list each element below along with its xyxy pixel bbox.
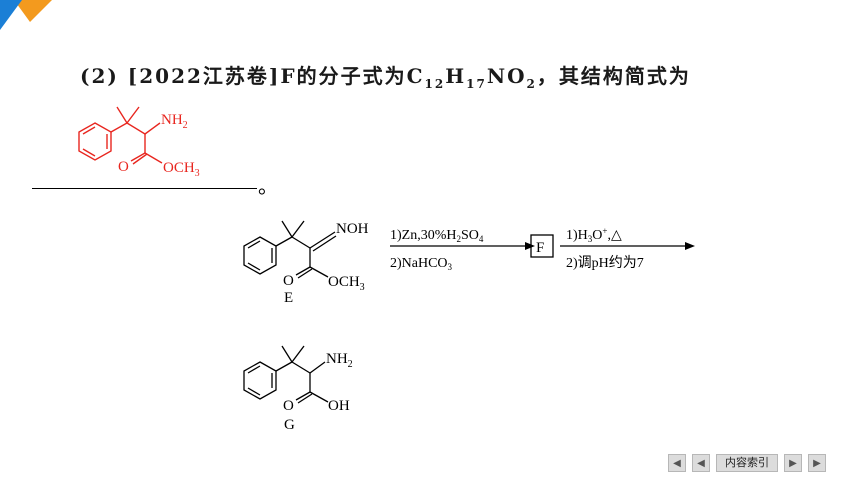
compound-e-label: E bbox=[284, 290, 293, 306]
slide-navigation: ◀ ◀ 内容索引 ▶ ▶ bbox=[668, 454, 860, 472]
e-ester-label: OCH3 bbox=[328, 274, 365, 293]
hydrogen-symbol: H bbox=[445, 64, 467, 88]
hydrogen-count: 17 bbox=[466, 77, 487, 91]
oxime-label: NOH bbox=[336, 221, 369, 237]
arrow-head-1 bbox=[525, 242, 535, 250]
last-page-icon[interactable]: ▶ bbox=[808, 454, 826, 472]
answer-ester-label: OCH3 bbox=[163, 160, 200, 179]
intermediate-f-label: F bbox=[536, 240, 544, 256]
question-text: (2) [2022江苏卷]F的分子式为C12H17NO2，其结构简式为 bbox=[80, 60, 691, 91]
product-g-structure: NH2 O OH G bbox=[243, 345, 353, 433]
arrow-head-2 bbox=[685, 242, 695, 250]
step1-condition-2: 2)NaHCO3 bbox=[390, 256, 453, 272]
carbon-count: 12 bbox=[424, 77, 446, 91]
first-page-icon[interactable]: ◀ bbox=[668, 454, 686, 472]
next-page-icon[interactable]: ▶ bbox=[784, 454, 802, 472]
compound-g-label: G bbox=[284, 417, 295, 433]
question-suffix: ，其结构简式为 bbox=[536, 64, 691, 88]
g-carbonyl-oxygen: O bbox=[283, 398, 294, 414]
no-symbols: NO bbox=[486, 64, 527, 88]
step2-condition-1: 1)H3O+,△ bbox=[566, 226, 622, 244]
g-acid-label: OH bbox=[328, 398, 350, 414]
step1-condition-1: 1)Zn,30%H2SO4 bbox=[390, 228, 484, 244]
answer-period: 。 bbox=[258, 174, 278, 198]
answer-amine-label: NH2 bbox=[161, 112, 188, 131]
corner-decoration bbox=[0, 0, 52, 30]
answer-carbonyl-oxygen: O bbox=[118, 159, 129, 175]
answer-blank-line bbox=[32, 188, 257, 189]
e-carbonyl-oxygen: O bbox=[283, 273, 294, 289]
previous-page-icon[interactable]: ◀ bbox=[692, 454, 710, 472]
reaction-scheme: NOH O OCH3 E 1)Zn,30%H2SO4 2)NaHCO3 F 1)… bbox=[243, 220, 695, 306]
oxygen-count: 2 bbox=[526, 77, 537, 91]
step2-condition-2: 2)调pH约为7 bbox=[566, 255, 644, 271]
answer-structure: NH2 O OCH3 bbox=[78, 106, 200, 179]
g-amine-label: NH2 bbox=[326, 351, 353, 370]
content-index-button[interactable]: 内容索引 bbox=[716, 454, 778, 472]
question-prefix: (2) [2022江苏卷]F的分子式为C bbox=[80, 64, 425, 88]
